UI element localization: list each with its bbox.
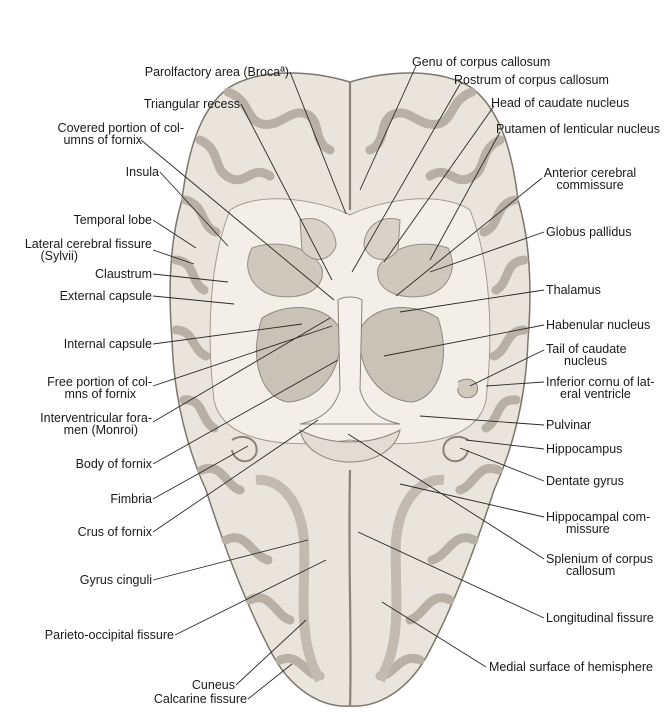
leader-line-claustrum — [152, 273, 229, 283]
label-head-caudate: Head of caudate nucleus — [491, 96, 630, 110]
label-external-capsule: External capsule — [59, 289, 152, 303]
label-rostrum: Rostrum of corpus callosum — [454, 73, 609, 87]
thalamus-left — [255, 307, 341, 403]
label-internal-capsule: Internal capsule — [63, 337, 152, 351]
label-genu: Genu of corpus callosum — [412, 55, 551, 69]
leader-line-gyrus-cinguli — [152, 539, 309, 581]
label-covered-fornix-2: umns of fornix — [63, 133, 142, 147]
leader-line-anterior-commissure — [395, 177, 543, 297]
label-hippocampal-commissure-1: Hippocampal com- — [546, 510, 651, 524]
fornix-midline — [299, 296, 401, 425]
caudate-head-right — [363, 218, 401, 260]
leader-line-interventricular — [152, 317, 331, 423]
label-temporal-lobe: Temporal lobe — [73, 213, 152, 227]
leader-line-longitudinal — [357, 531, 545, 619]
leader-line-free-fornix — [152, 325, 333, 387]
label-insula: Insula — [125, 165, 159, 179]
label-lateral-fissure-2: (Sylvii) — [40, 249, 79, 263]
leader-line-tail-caudate — [469, 349, 545, 387]
label-inferior-cornu-1: Inferior cornu of lat- — [546, 375, 655, 389]
leader-line-inferior-cornu — [485, 381, 545, 387]
splenium — [299, 429, 401, 463]
leader-line-lateral-fissure — [152, 249, 195, 265]
leader-line-covered-fornix — [140, 139, 335, 301]
leader-line-triangular — [240, 103, 333, 281]
label-anterior-commissure-2: commissure — [556, 178, 624, 192]
occipital-left — [255, 474, 325, 683]
hippocampus-right — [442, 435, 469, 463]
leader-line-external-capsule — [152, 295, 235, 305]
leader-line-body-fornix — [152, 359, 339, 465]
label-fimbria: Fimbria — [110, 492, 152, 506]
leader-line-parieto-occipital — [174, 559, 327, 636]
label-hippocampal-commissure-2: missure — [566, 522, 610, 536]
label-dentate-gyrus: Dentate gyrus — [546, 474, 624, 488]
leader-line-globus — [429, 231, 545, 273]
leader-line-broca — [289, 71, 347, 215]
leader-line-hippocampus — [465, 439, 545, 450]
longitudinal-fissure-back — [348, 469, 352, 707]
label-triangular-recess: Triangular recess — [143, 97, 240, 111]
caudate-head-left — [299, 218, 337, 260]
label-cuneus: Cuneus — [191, 678, 235, 692]
cortex-right-gyri — [365, 87, 529, 681]
leader-line-splenium — [347, 433, 545, 560]
label-interventricular-2: men (Monroi) — [63, 423, 138, 437]
leader-line-medial-surface — [381, 601, 487, 668]
label-tail-caudate-1: Tail of caudate — [546, 342, 627, 356]
label-thalamus: Thalamus — [546, 283, 601, 297]
label-parieto-occipital: Parieto-occipital fissure — [44, 628, 174, 642]
leader-lines — [140, 65, 545, 700]
label-crus-fornix: Crus of fornix — [77, 525, 152, 539]
lenticular-nucleus-right — [377, 243, 453, 298]
leader-line-rostrum — [351, 83, 461, 273]
leader-line-insula — [159, 171, 229, 247]
cortex-left-gyri — [171, 87, 335, 681]
label-pulvinar: Pulvinar — [546, 418, 592, 432]
hippocampus-left — [231, 435, 258, 463]
thalamus-right — [359, 307, 445, 403]
label-tail-caudate-2: nucleus — [564, 354, 608, 368]
leader-line-habenular — [383, 324, 545, 357]
label-broca: Parolfactory area (Brocaª) — [144, 65, 289, 79]
leader-line-putamen — [429, 131, 501, 261]
leader-line-hippocampal-commissure — [399, 483, 545, 518]
label-inferior-cornu-2: eral ventricle — [560, 387, 631, 401]
label-covered-fornix-1: Covered portion of col- — [57, 121, 184, 135]
label-splenium-1: Splenium of corpus — [546, 552, 654, 566]
leader-line-pulvinar — [419, 415, 545, 426]
label-body-fornix: Body of fornix — [75, 457, 152, 471]
leader-line-genu — [359, 65, 417, 191]
leader-line-thalamus — [399, 289, 545, 313]
leader-line-temporal — [152, 219, 197, 249]
label-longitudinal-fissure: Longitudinal fissure — [546, 611, 654, 625]
label-hippocampus: Hippocampus — [546, 442, 623, 456]
label-calcarine: Calcarine fissure — [153, 692, 247, 706]
label-interventricular-1: Interventricular fora- — [40, 411, 152, 425]
label-free-fornix-1: Free portion of col- — [47, 375, 152, 389]
label-globus-pallidus: Globus pallidus — [546, 225, 632, 239]
tail-caudate-right — [457, 378, 478, 399]
label-free-fornix-2: mns of fornix — [64, 387, 136, 401]
leader-line-crus-fornix — [152, 419, 319, 533]
label-medial-surface: Medial surface of hemisphere — [489, 660, 653, 674]
leader-line-internal-capsule — [152, 323, 303, 345]
label-splenium-2: callosum — [566, 564, 616, 578]
label-putamen: Putamen of lenticular nucleus — [496, 122, 660, 136]
label-claustrum: Claustrum — [95, 267, 152, 281]
leader-line-cuneus — [235, 619, 307, 686]
leader-line-calcarine — [247, 663, 293, 700]
label-lateral-fissure-1: Lateral cerebral fissure — [24, 237, 152, 251]
occipital-right — [375, 474, 445, 683]
lenticular-nucleus-left — [247, 243, 323, 298]
leader-line-dentate — [459, 447, 545, 482]
label-habenular: Habenular nucleus — [546, 318, 651, 332]
leader-line-fimbria — [152, 445, 249, 500]
label-gyrus-cinguli: Gyrus cinguli — [79, 573, 152, 587]
label-anterior-commissure-1: Anterior cerebral — [543, 166, 637, 180]
leader-line-head-caudate — [383, 105, 495, 263]
